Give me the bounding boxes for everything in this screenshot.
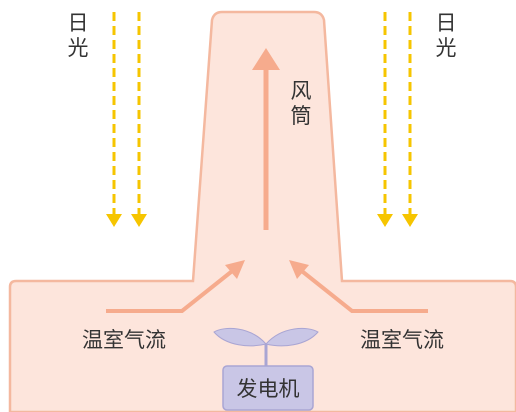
generator-label: 发电机 xyxy=(236,377,300,401)
airflow-label-right: 温室气流 xyxy=(360,328,444,352)
chimney-label: 风 筒 xyxy=(290,79,312,128)
airflow-label-left: 温室气流 xyxy=(82,328,166,352)
turbine-blades-icon xyxy=(213,327,319,366)
sunlight-rays-left xyxy=(106,12,147,227)
airflow-arrow-right xyxy=(289,260,428,313)
generator-box-shape xyxy=(222,365,314,411)
chimney-updraft-arrow xyxy=(252,48,280,230)
sunlight-label-left: 日 光 xyxy=(67,11,89,60)
airflow-arrow-left xyxy=(106,260,245,313)
sunlight-rays-right xyxy=(377,12,418,227)
greenhouse-and-chimney xyxy=(8,10,516,412)
sunlight-label-right: 日 光 xyxy=(435,11,457,60)
